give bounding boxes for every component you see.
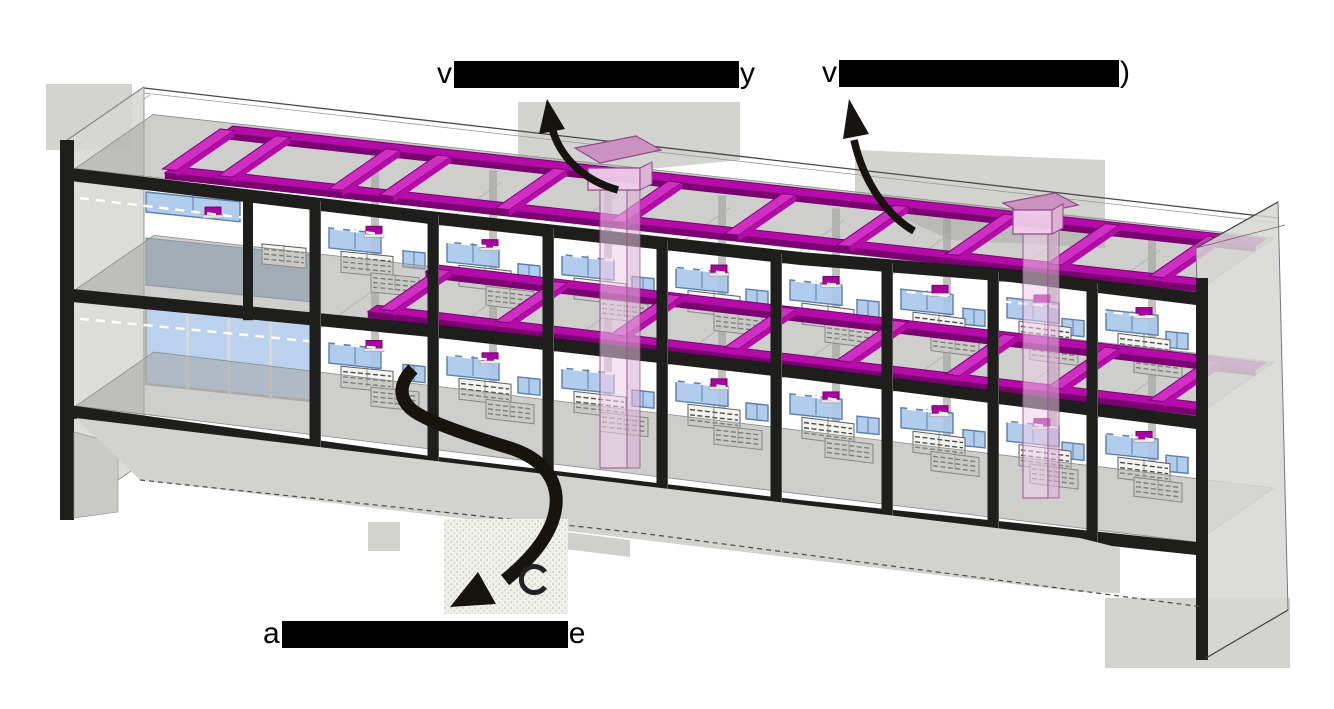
redacted-text-bar: [839, 60, 1119, 87]
redacted-text-bar: [281, 621, 568, 648]
front-columns: [60, 140, 1098, 545]
exhaust-label-right: v ): [822, 57, 1130, 89]
exhaust-label-left-suffix: y: [740, 57, 755, 90]
intake-label-suffix: e: [568, 617, 586, 650]
right-end-block: [1195, 201, 1289, 660]
ground-slab-band: [62, 404, 1196, 555]
exhaust-label-right-suffix: ): [1120, 56, 1130, 89]
intake-label-bottom: a e: [263, 618, 585, 650]
redacted-text-bar: [454, 61, 739, 88]
hidden-ceiling-dashed-lines: [79, 196, 1197, 447]
exhaust-label-right-prefix: v: [822, 56, 837, 89]
exhaust-label-left: v y: [437, 58, 755, 90]
exhaust-shafts: [573, 135, 1080, 499]
exhaust-label-left-prefix: v: [437, 57, 452, 90]
arc-remnant: [518, 564, 548, 595]
exhaust-arrow-left-icon: [539, 99, 620, 194]
exhaust-arrow-right-icon: [843, 99, 916, 235]
intake-arrow-icon: [395, 364, 563, 607]
intake-label-prefix: a: [263, 617, 280, 650]
